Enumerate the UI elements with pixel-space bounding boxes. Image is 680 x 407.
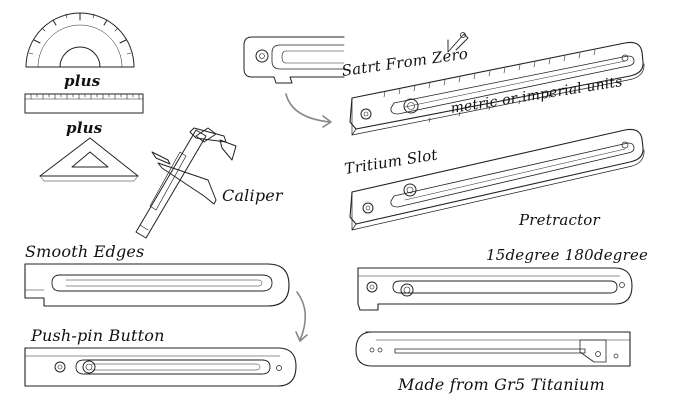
caliper-label: Caliper [222, 186, 283, 205]
caliper-icon [135, 127, 237, 239]
l-bracket-icon [447, 32, 469, 53]
protractor-ruler [357, 267, 633, 311]
material-label: Made from Gr5 Titanium [398, 375, 605, 394]
ruler-icon [24, 93, 144, 114]
titanium-ruler [355, 331, 631, 367]
smooth-edges-ruler [24, 263, 290, 307]
push-pin-button-label: Push-pin Button [31, 326, 165, 345]
protractor-label: Pretractor [519, 211, 600, 229]
angled-ruler-top [349, 41, 645, 136]
smooth-edges-label: Smooth Edges [25, 242, 145, 261]
protractor-icon [25, 12, 135, 68]
angled-ruler-bottom [349, 128, 645, 231]
set-square-icon [39, 137, 139, 182]
curved-arrow-icon [296, 291, 307, 341]
slot-closeup-icon [243, 36, 345, 84]
curved-arrow-icon [285, 93, 331, 123]
push-pin-ruler [24, 347, 297, 387]
plus-label-2: plus [66, 119, 103, 137]
plus-label-1: plus [64, 72, 101, 90]
degrees-label: 15degree 180degree [486, 246, 649, 264]
